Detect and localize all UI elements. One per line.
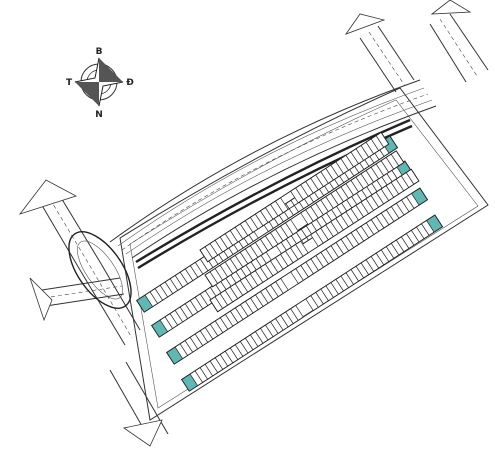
curved-road-line	[117, 87, 425, 247]
plot-row-outline	[199, 131, 390, 263]
arrow-down-icon	[123, 419, 163, 447]
arrow-left-icon	[29, 277, 53, 322]
exit-road-line	[429, 23, 467, 83]
curved-road-centerline	[121, 93, 429, 251]
compass-west-label: T	[66, 78, 73, 88]
exit-road-line	[359, 37, 397, 93]
plot-row-outline	[209, 168, 420, 313]
exit-road-line	[377, 25, 415, 81]
compass-north-label: B	[96, 47, 103, 57]
curved-road-line	[125, 99, 433, 255]
exit-road-line	[449, 13, 489, 71]
plot-rows	[135, 131, 444, 392]
plot-row-outline	[204, 150, 405, 288]
plot-row	[180, 214, 444, 392]
compass-south-label: N	[95, 110, 103, 120]
plot-row-outline	[180, 214, 444, 392]
plot-row	[199, 131, 390, 263]
west-road-centerline	[49, 198, 133, 339]
arrow-left-icon	[18, 179, 78, 215]
plot-row-outline	[165, 187, 429, 365]
site-boundary	[119, 87, 489, 421]
exit-north-east	[344, 0, 489, 93]
arrow-up-icon	[344, 13, 386, 35]
median-strip	[135, 118, 411, 264]
exit-road-centerline	[439, 18, 478, 77]
compass-east-label: Đ	[126, 78, 134, 88]
west-road-line	[59, 195, 141, 331]
plot-row	[204, 150, 405, 288]
curved-road-line	[131, 105, 437, 259]
curved-road-line	[109, 79, 421, 243]
arrow-up-icon	[430, 0, 472, 15]
roundabout-inner	[77, 240, 123, 300]
west-road-line	[45, 293, 125, 307]
roundabout	[68, 231, 132, 309]
compass: B N T Đ	[66, 47, 134, 120]
compass-star-inner-icon	[75, 58, 123, 106]
west-road-line	[39, 201, 126, 346]
west-road-line	[41, 277, 121, 291]
west-junction	[18, 179, 169, 447]
west-road-centerline	[43, 285, 123, 299]
exit-road-centerline	[368, 31, 406, 87]
plot-row	[209, 168, 420, 313]
plot-row	[165, 187, 429, 365]
